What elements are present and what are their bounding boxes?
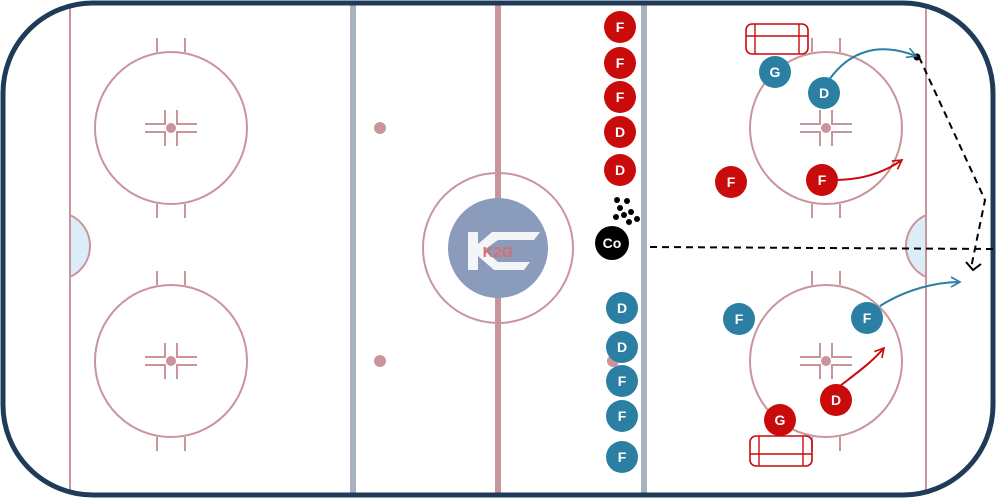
red-lineup-player[interactable]: F: [604, 47, 636, 79]
faceoff-circle: [94, 38, 248, 218]
blue-lineup-player[interactable]: D: [606, 292, 638, 324]
red-player-label: F: [818, 172, 827, 188]
skate-path-blue-f: [879, 276, 962, 307]
blue-player-label: F: [863, 310, 872, 326]
red-player[interactable]: F: [715, 166, 747, 198]
faceoff-circle: [94, 271, 248, 451]
neutral-zone-dot: [374, 355, 386, 367]
rink-markings: K2G: [69, 3, 927, 495]
red-player[interactable]: G: [764, 404, 796, 436]
red-lineup-player[interactable]: D: [604, 116, 636, 148]
red-player[interactable]: F: [806, 164, 838, 196]
pass-path-dashed: [649, 246, 996, 250]
blue-player-label: D: [819, 85, 829, 101]
blue-lineup-player[interactable]: F: [606, 441, 638, 473]
red-lineup-player-label: F: [616, 55, 625, 71]
faceoff-circles: [94, 38, 903, 451]
red-player-label: G: [775, 412, 786, 428]
red-lineup-player-label: D: [615, 162, 625, 178]
blue-lineup-player[interactable]: D: [606, 331, 638, 363]
red-player-label: D: [831, 392, 841, 408]
faceoff-circle: [749, 38, 903, 218]
skate-path-red-f: [834, 159, 904, 181]
red-lineup-player[interactable]: F: [604, 11, 636, 43]
logo-badge: [448, 198, 548, 298]
blue-player[interactable]: F: [851, 302, 883, 334]
blue-lineup-player-label: D: [617, 339, 627, 355]
puck-path-arrowhead: [965, 261, 982, 272]
blue-lineup-player[interactable]: F: [606, 365, 638, 397]
red-player-label: F: [727, 174, 736, 190]
goal-net-icon: [749, 435, 813, 467]
blue-lineup-player-label: F: [618, 408, 627, 424]
logo-mark: [468, 232, 540, 270]
coach-token-label: Co: [603, 235, 622, 251]
blue-line-right: [641, 3, 647, 495]
coach-token[interactable]: Co: [595, 226, 629, 260]
puck-path-dashed: [918, 56, 987, 269]
blue-player[interactable]: G: [759, 56, 791, 88]
blue-line-left: [350, 3, 356, 495]
red-lineup-player-label: F: [616, 89, 625, 105]
blue-player-label: G: [770, 64, 781, 80]
puck-pile-icon: [613, 197, 640, 225]
faceoff-hash-icon: [800, 343, 852, 379]
blue-lineup-player-label: D: [617, 300, 627, 316]
faceoff-hash-icon: [800, 110, 852, 146]
blue-player[interactable]: F: [723, 303, 755, 335]
red-lineup-player[interactable]: F: [604, 81, 636, 113]
red-player[interactable]: D: [820, 384, 852, 416]
neutral-zone-dot: [374, 122, 386, 134]
blue-lineup-player-label: F: [618, 373, 627, 389]
blue-lineup-player-label: F: [618, 449, 627, 465]
logo-text: K2G: [483, 244, 514, 261]
faceoff-hash-icon: [145, 110, 197, 146]
blue-player[interactable]: D: [808, 77, 840, 109]
player-tokens: F F F D D D D F F F F F D G G D F F Co: [595, 11, 883, 473]
faceoff-circle: [749, 271, 903, 451]
blue-lineup-player[interactable]: F: [606, 400, 638, 432]
k2g-logo: K2G: [448, 198, 548, 298]
skate-path-blue-d: [828, 47, 918, 81]
goal-crease-left: [69, 213, 91, 279]
red-lineup-player[interactable]: D: [604, 154, 636, 186]
faceoff-hash-icon: [145, 343, 197, 379]
red-lineup-player-label: F: [616, 19, 625, 35]
goal-net-icon: [745, 23, 809, 55]
red-lineup-player-label: D: [615, 124, 625, 140]
skate-path-red-d: [839, 346, 886, 387]
blue-player-label: F: [735, 311, 744, 327]
